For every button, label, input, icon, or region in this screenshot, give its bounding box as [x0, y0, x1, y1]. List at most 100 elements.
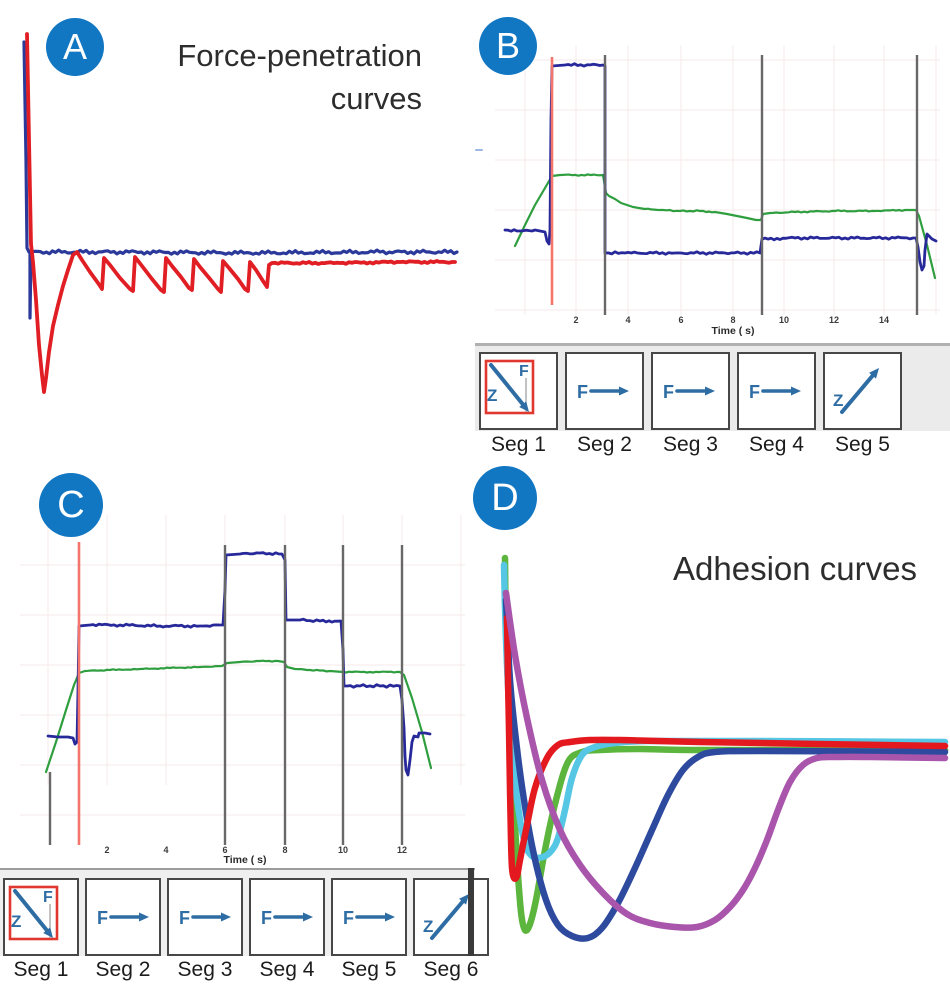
- z-letter: Z: [423, 917, 433, 936]
- force-hold-icon: F: [97, 908, 149, 928]
- f-letter: F: [43, 889, 53, 906]
- arrow-head: [139, 912, 149, 922]
- panel-d-title: Adhesion curves: [673, 550, 917, 587]
- z-letter: Z: [833, 391, 843, 410]
- x-axis-tick-label: 8: [730, 315, 735, 325]
- approach-z-f-icon: ZF: [8, 885, 59, 941]
- arrow-head: [705, 386, 715, 396]
- panel-a-title-line1: Force-penetration: [177, 38, 422, 73]
- segment-box-5[interactable]: F: [331, 878, 407, 956]
- retract-z-icon: Z: [833, 368, 879, 414]
- curve-adhesion-blue: [502, 596, 949, 942]
- segment-label-1: Seg 1: [491, 433, 546, 456]
- segment-label-4: Seg 4: [259, 958, 315, 981]
- arrow-head: [519, 401, 529, 412]
- panel-c-badge: C: [39, 473, 103, 537]
- x-axis-tick-label: 4: [163, 845, 168, 855]
- segment-label-3: Seg 3: [663, 433, 718, 456]
- f-letter: F: [261, 908, 272, 928]
- panel-a-title-line2: curves: [330, 81, 422, 116]
- f-letter: F: [97, 908, 108, 928]
- force-hold-icon: F: [749, 382, 801, 402]
- x-axis-label: Time ( s): [712, 325, 755, 337]
- panel-d: D Adhesion curves: [473, 466, 950, 998]
- arrow-head: [619, 386, 629, 396]
- f-letter: F: [179, 908, 190, 928]
- segment-box-5[interactable]: Z: [823, 352, 902, 430]
- retract-z-icon: Z: [423, 894, 469, 940]
- z-letter: Z: [11, 912, 21, 931]
- curve-red-trace: [25, 32, 457, 394]
- curve-force-blue: [503, 62, 938, 272]
- x-axis-tick-label: 4: [625, 315, 630, 325]
- x-axis-tick-label: 10: [779, 315, 789, 325]
- window-edge-bar: [468, 868, 474, 956]
- arrow-head: [791, 386, 801, 396]
- panel-a-badge: A: [46, 18, 104, 76]
- force-hold-icon: F: [343, 908, 395, 928]
- segment-label-2: Seg 2: [577, 433, 632, 456]
- x-axis-tick-label: 10: [338, 845, 348, 855]
- panel-a-title: Force-penetration curves: [128, 34, 422, 120]
- arrow-head: [303, 912, 313, 922]
- panel-a: A Force-penetration curves: [0, 0, 475, 470]
- f-letter: F: [343, 908, 354, 928]
- x-axis-tick-label: 6: [222, 845, 227, 855]
- x-axis-tick-label: 14: [879, 315, 889, 325]
- segment-box-3[interactable]: F: [167, 878, 243, 956]
- x-axis-tick-label: 8: [282, 845, 287, 855]
- segment-label-6: Seg 6: [423, 958, 479, 981]
- segment-label-4: Seg 4: [749, 433, 804, 456]
- x-axis-tick-label: 2: [573, 315, 578, 325]
- segment-box-3[interactable]: F: [651, 352, 730, 430]
- segment-label-5: Seg 5: [835, 433, 890, 456]
- curve-height-green: [513, 173, 937, 280]
- panel-b-badge: B: [479, 17, 537, 75]
- segment-label-3: Seg 3: [177, 958, 233, 981]
- segment-box-2[interactable]: F: [565, 352, 644, 430]
- segment-box-4[interactable]: F: [737, 352, 816, 430]
- force-hold-icon: F: [261, 908, 313, 928]
- segment-label-1: Seg 1: [13, 958, 69, 981]
- z-down-arrow: [13, 889, 51, 935]
- arrow-head: [43, 927, 53, 938]
- red-frame: [484, 359, 535, 415]
- arrow-head: [385, 912, 395, 922]
- curve-blue-trace: [22, 40, 459, 320]
- curve-adhesion-red: [503, 614, 949, 882]
- x-axis-label: Time ( s): [224, 854, 267, 866]
- z-up-arrow: [840, 372, 876, 414]
- f-letter: F: [577, 382, 588, 402]
- x-axis-tick-label: 12: [829, 315, 839, 325]
- arrow-head: [221, 912, 231, 922]
- segment-box-4[interactable]: F: [249, 878, 325, 956]
- adhesion-curves-chart: [500, 554, 949, 942]
- curve-adhesion-purple: [502, 589, 949, 931]
- segment-strip-labels-b: Seg 1 Seg 2 Seg 3 Seg 4 Seg 5: [475, 431, 950, 463]
- x-axis-tick-label: 6: [678, 315, 683, 325]
- z-up-arrow: [430, 898, 466, 940]
- f-letter: F: [749, 382, 760, 402]
- curve-force-blue: [46, 551, 432, 777]
- segment-box-2[interactable]: F: [85, 878, 161, 956]
- curve-adhesion-cyan: [500, 561, 949, 862]
- curve-height-green: [44, 659, 433, 774]
- segment-box-6[interactable]: Z: [413, 878, 489, 956]
- arrow-head: [869, 368, 879, 379]
- force-hold-icon: F: [663, 382, 715, 402]
- z-down-arrow: [489, 363, 527, 409]
- force-hold-icon: F: [577, 382, 629, 402]
- segment-label-5: Seg 5: [341, 958, 397, 981]
- f-letter: F: [519, 363, 529, 380]
- force-penetration-chart: [22, 32, 459, 394]
- approach-z-f-icon: ZF: [484, 359, 535, 415]
